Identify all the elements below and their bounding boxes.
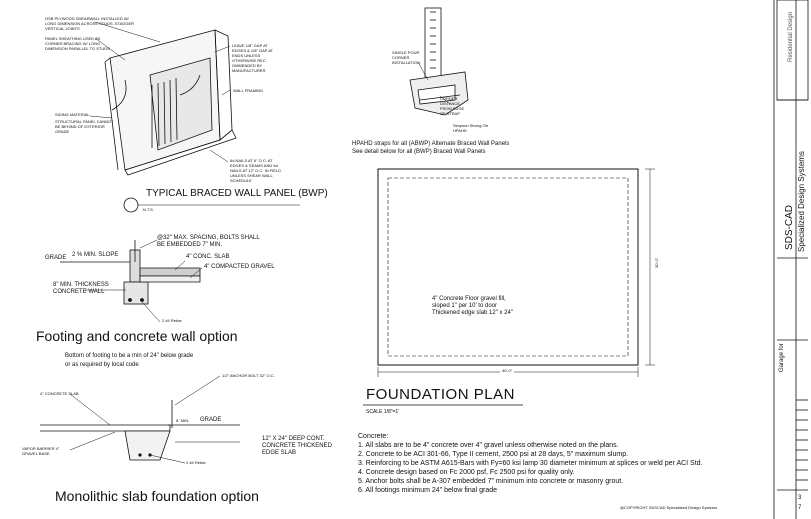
- footing-rebar-label: 2 #4 Rebar: [162, 318, 182, 323]
- tb-company2: Specialized Design Systems: [797, 151, 806, 252]
- concrete-note: 1. All slabs are to be 4" concrete over …: [358, 442, 619, 449]
- copyright: @COPYRIGHT SDSCAD Specialized Design Sys…: [620, 505, 718, 510]
- footing-wall-drawing: [60, 240, 201, 305]
- footing-grade-label: GRADE: [45, 255, 67, 261]
- footing-note-1: Bottom of footing to be a min of 24" bel…: [65, 353, 194, 359]
- callout-leave-gap: LEAVE 1/8" GAP AT EDGES & 1/8" GAP AT EN…: [232, 43, 273, 73]
- monolithic-slab-drawing: [40, 400, 240, 461]
- plan-dim-right: 30'-0": [654, 257, 659, 268]
- mono-rebar-label: 2 #4 Rebar: [186, 460, 206, 465]
- strap-single-label: SINGLE POUR CORNER INSTALLATION: [392, 50, 420, 65]
- footing-wall-label: 8" MIN. THICKNESS CONCRETE WALL: [53, 282, 109, 295]
- plan-scale: SCALE 1/8"=1': [366, 409, 400, 415]
- hpahd-strap-drawing: [409, 7, 469, 116]
- concrete-note: 4. Concrete design based on Fc 2000 psf,…: [358, 469, 575, 476]
- footing-note-2: or as required by local code: [65, 362, 139, 368]
- concrete-note: 5. Anchor bolts shall be A-307 embedded …: [358, 478, 624, 485]
- sheet-border: [773, 0, 809, 519]
- tb-sheet-of: 7: [798, 505, 802, 511]
- braced-wall-panel-drawing: [104, 29, 237, 176]
- plan-dim-bottom: 40'-0": [500, 368, 515, 373]
- callout-wall-framing: WALL FRAMING: [233, 88, 264, 93]
- mono-edge-label: 12" X 24" DEEP CONT. CONCRETE THICKENED …: [262, 436, 332, 456]
- callout-osb: OSB PLYWOOD SHEARWALL INSTALLED W/ LONG …: [45, 16, 135, 31]
- callout-panel-sheathing: PANEL SHEATHING USED AS CORNER BRACING W…: [45, 36, 110, 51]
- foundation-plan-outline: [363, 168, 655, 406]
- mono-vapor-label: VAPOR BARRIER 4" GRAVEL BASE: [22, 446, 60, 456]
- footing-gravel-label: 4" COMPACTED GRAVEL: [204, 264, 275, 270]
- callout-structural: STRUCTURAL PANEL CANNOT BE BEHIND OF EXT…: [55, 119, 114, 134]
- bwp-title: TYPICAL BRACED WALL PANEL (BWP): [146, 188, 328, 199]
- mono-grade-label: GRADE: [200, 417, 222, 423]
- plan-floor-note: 4" Concrete Floor gravel fill, sloped 1"…: [432, 296, 513, 316]
- tb-project: Garage for: [779, 343, 785, 372]
- footing-slope-label: 2 % MIN. SLOPE: [72, 252, 119, 258]
- concrete-note: 6. All footings minimum 24" below final …: [358, 487, 498, 494]
- mono-min-label: 8" MIN.: [176, 418, 190, 423]
- callout-nails: 6d NAILS AT 6" O.C. AT EDGES & SEAMS AND…: [230, 158, 282, 183]
- tb-residential: Residential Design: [788, 11, 794, 62]
- concrete-heading: Concrete:: [358, 433, 389, 440]
- footing-slab-label: 4" CONC. SLAB: [186, 254, 230, 260]
- concrete-note: 2. Concrete to be ACI 301-66, Type II ce…: [358, 451, 629, 458]
- concrete-notes: 1. All slabs are to be 4" concrete over …: [358, 441, 703, 495]
- plan-title: FOUNDATION PLAN: [366, 386, 515, 403]
- bwp-scale: N.T.S.: [143, 207, 154, 212]
- concrete-note: 3. Reinforcing to be ASTM A615-Bars with…: [358, 460, 703, 467]
- mono-title: Monolithic slab foundation option: [55, 488, 259, 504]
- detail-bubble: [123, 197, 139, 213]
- tb-sheet: 3: [798, 495, 802, 501]
- strap-simpson-label: Simpson Strong-Tie HPAHD: [453, 123, 489, 133]
- strap-corner-label: CORNER DISTANCE FROM EDGE OF STRAP: [440, 96, 465, 116]
- mono-anchor-label: 1/2" ANCHOR BOLT 32" O.C.: [222, 373, 275, 378]
- tb-company: SDS-CAD: [784, 204, 795, 250]
- callout-siding: SIDING MATERIAL: [55, 112, 90, 117]
- mono-slab-label: 4" CONCRETE SLAB: [40, 391, 79, 396]
- strap-note-1: HPAHD straps for all (ABWP) Alternate Br…: [352, 141, 510, 147]
- strap-note-2: See detail below for all (BWP) Braced Wa…: [352, 149, 486, 155]
- footing-anchor-note: @32" MAX. SPACING, BOLTS SHALL BE EMBEDD…: [157, 235, 260, 248]
- footing-title: Footing and concrete wall option: [36, 328, 238, 344]
